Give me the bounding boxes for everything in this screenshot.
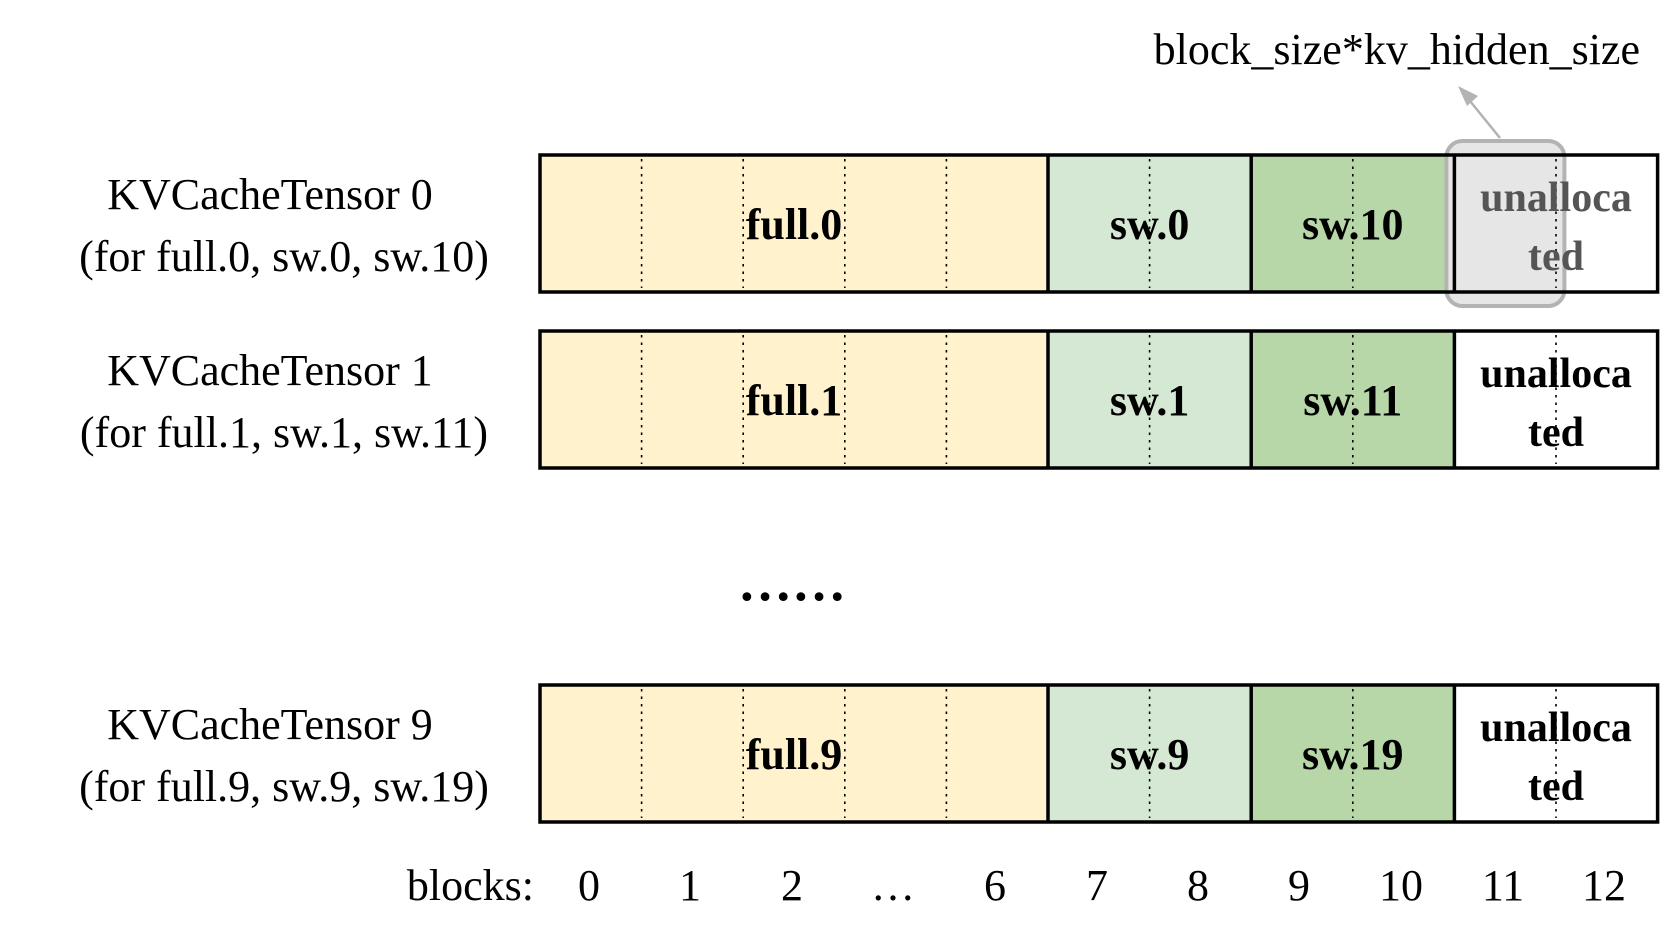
annotation-label: block_size*kv_hidden_size <box>1154 25 1640 74</box>
tensor-title: KVCacheTensor 9 <box>107 700 433 749</box>
block-tick-label: 12 <box>1582 861 1626 910</box>
tensor-title: KVCacheTensor 0 <box>107 170 433 219</box>
tensor-bar-border <box>538 683 1660 824</box>
segment-label-unallocated-line2: ted <box>1528 410 1584 456</box>
segment-sw-light <box>1048 331 1252 468</box>
segment-full <box>540 685 1048 822</box>
tensor-bar-border <box>538 329 1660 470</box>
block-tick-label: 0 <box>578 861 600 910</box>
tensor-row: KVCacheTensor 0 (for full.0, sw.0, sw.10)… <box>79 139 1660 308</box>
segment-sw-light <box>1048 155 1252 292</box>
tensor-rows: KVCacheTensor 0 (for full.0, sw.0, sw.10)… <box>79 139 1660 824</box>
segment-label-unallocated-line1: unalloca <box>1480 705 1632 751</box>
block-tick-label: 10 <box>1379 861 1423 910</box>
block-tick-label: 8 <box>1187 861 1209 910</box>
tensor-title: KVCacheTensor 1 <box>107 346 433 395</box>
segment-sw-dark <box>1251 331 1455 468</box>
block-tick-label: 6 <box>984 861 1006 910</box>
segment-sw-dark <box>1251 155 1455 292</box>
tensor-row: KVCacheTensor 9 (for full.9, sw.9, sw.19)… <box>79 683 1660 824</box>
highlight-box <box>1444 139 1567 308</box>
block-tick-label: … <box>871 861 915 910</box>
segment-unallocated <box>1454 685 1658 822</box>
annotation-arrow <box>1458 86 1501 139</box>
segment-sw-light <box>1048 685 1252 822</box>
segment-label-unallocated-line1: unalloca <box>1480 175 1632 221</box>
ellipsis-separator: …… <box>738 552 846 612</box>
segment-full <box>540 155 1048 292</box>
tensor-subtitle: (for full.9, sw.9, sw.19) <box>79 762 489 811</box>
segment-label: sw.10 <box>1302 200 1403 249</box>
segment-label-unallocated-line2: ted <box>1528 764 1584 810</box>
segment-label-unallocated-line1: unalloca <box>1480 351 1632 397</box>
segment-label: sw.19 <box>1302 730 1403 779</box>
tensor-bar-border <box>538 153 1660 294</box>
tensor-subtitle: (for full.1, sw.1, sw.11) <box>80 408 488 457</box>
block-tick-label: 9 <box>1288 861 1310 910</box>
block-tick-label: 11 <box>1482 861 1524 910</box>
segment-full <box>540 331 1048 468</box>
segment-label: full.9 <box>746 730 843 779</box>
segment-label: sw.9 <box>1110 730 1189 779</box>
block-tick-label: 1 <box>679 861 701 910</box>
tensor-row: KVCacheTensor 1 (for full.1, sw.1, sw.11)… <box>80 329 1660 470</box>
segment-label: full.1 <box>746 376 843 425</box>
segment-label: full.0 <box>746 200 843 249</box>
segment-label: sw.11 <box>1303 376 1402 425</box>
block-tick-label: 7 <box>1086 861 1108 910</box>
segment-label: sw.1 <box>1110 376 1189 425</box>
segment-label: sw.0 <box>1110 200 1189 249</box>
tensor-subtitle: (for full.0, sw.0, sw.10) <box>79 232 489 281</box>
blocks-axis-label: blocks: <box>407 861 534 910</box>
block-tick-label: 2 <box>781 861 803 910</box>
segment-label-unallocated-line2: ted <box>1528 234 1584 280</box>
segment-sw-dark <box>1251 685 1455 822</box>
segment-unallocated <box>1454 331 1658 468</box>
